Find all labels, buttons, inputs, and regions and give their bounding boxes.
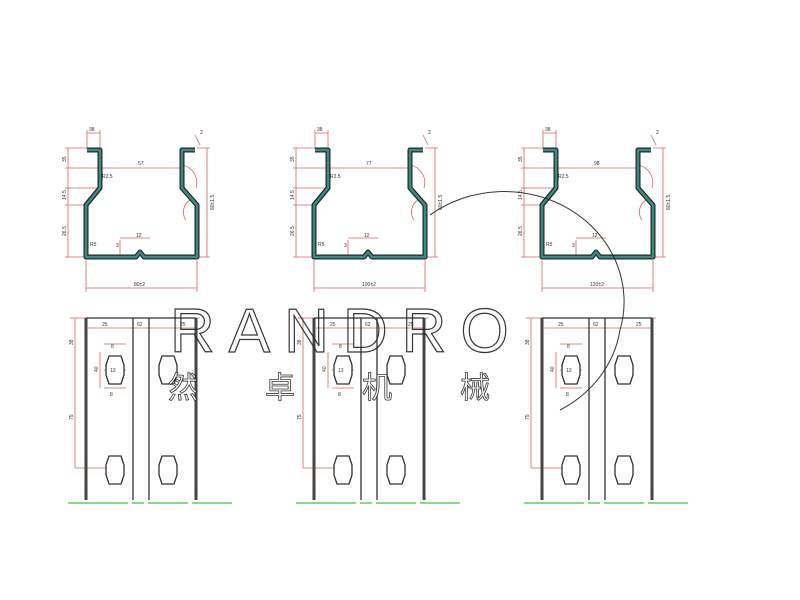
mid-left-dimension: 14.5 xyxy=(518,190,524,200)
radius-label: R5 xyxy=(546,242,553,248)
height-dimension: 80±1.5 xyxy=(210,195,216,210)
hole-width-dimension: 13 xyxy=(110,368,116,374)
center-dimension: 62 xyxy=(137,322,143,328)
hole-bottom-dimension: 8 xyxy=(338,392,341,398)
notch-width-dimension: 12 xyxy=(592,233,598,239)
notch-dimension: 3 xyxy=(344,243,347,249)
hole-bottom-dimension: 8 xyxy=(566,392,569,398)
drawing-1: 80±2 57 80±1.5 38 35 14.5 26.5 R2.5R5 3 12 2 25 62 25… xyxy=(62,127,232,503)
hole-width-dimension: 13 xyxy=(566,368,572,374)
profile-section xyxy=(521,130,666,292)
watermark-char-2: 卓 xyxy=(265,371,295,406)
bottom-left-dimension: 26.5 xyxy=(62,226,68,236)
edge-dimension: 25 xyxy=(636,322,642,328)
notch-width-dimension: 12 xyxy=(136,233,142,239)
edge-dimension: 25 xyxy=(102,322,108,328)
height-dimension: 80±1.5 xyxy=(666,195,672,210)
radius-label: R5 xyxy=(318,242,325,248)
radius-label: R2.5 xyxy=(102,174,113,180)
edge-dimension: 25 xyxy=(558,322,564,328)
radius-label: R5 xyxy=(90,242,97,248)
lip-dimension: 38 xyxy=(545,127,551,133)
profile-section xyxy=(293,130,438,292)
hole-bottom-dimension: 8 xyxy=(110,392,113,398)
width-dimension: 80±2 xyxy=(134,282,145,288)
pitch-dimension: 75 xyxy=(525,414,531,420)
edge-dimension: 25 xyxy=(180,322,186,328)
notch-dimension: 3 xyxy=(116,243,119,249)
drawing-2: 100±2 77 80±1.5 38 35 14.5 26.5 R2.5R5 3 12 2 25 62 2… xyxy=(290,127,460,503)
watermark-char-3: 机 xyxy=(362,371,392,406)
radius-label: R2.5 xyxy=(330,174,341,180)
top-left-dimension: 35 xyxy=(290,156,296,162)
center-dimension: 62 xyxy=(365,322,371,328)
hole-top-dimension: 8 xyxy=(339,344,342,350)
hole-height-dimension: 40 xyxy=(322,366,328,372)
hole-top-dimension: 8 xyxy=(567,344,570,350)
elevation-view xyxy=(524,318,688,503)
width-dimension: 100±2 xyxy=(362,282,376,288)
pitch-dimension: 75 xyxy=(297,414,303,420)
radius-label: R2.5 xyxy=(558,174,569,180)
profile-section xyxy=(65,130,210,292)
thickness-dimension: 2 xyxy=(200,130,203,136)
drawing-3: 120±2 98 80±1.5 38 35 14.5 26.5 R2.5R5 3 12 2 25 62 2… xyxy=(518,127,688,503)
height-dimension: 80±1.5 xyxy=(438,195,444,210)
inner-width-dimension: 98 xyxy=(594,161,600,167)
hole-height-dimension: 40 xyxy=(550,366,556,372)
top-left-dimension: 35 xyxy=(518,156,524,162)
bottom-left-dimension: 26.5 xyxy=(518,226,524,236)
mid-left-dimension: 14.5 xyxy=(290,190,296,200)
top-left-dimension: 35 xyxy=(62,156,68,162)
hole-width-dimension: 13 xyxy=(338,368,344,374)
watermark: RANDRO 然 卓 机 械 xyxy=(168,191,625,411)
width-dimension: 120±2 xyxy=(590,282,604,288)
notch-width-dimension: 12 xyxy=(364,233,370,239)
edge-dimension: 25 xyxy=(330,322,336,328)
hole-top-dimension: 8 xyxy=(111,344,114,350)
top-dimension: 38 xyxy=(297,339,303,345)
hole-height-dimension: 40 xyxy=(94,366,100,372)
top-dimension: 38 xyxy=(69,339,75,345)
thickness-dimension: 2 xyxy=(428,130,431,136)
watermark-brand: RANDRO xyxy=(170,297,523,366)
thickness-dimension: 2 xyxy=(656,130,659,136)
mid-left-dimension: 14.5 xyxy=(62,190,68,200)
pitch-dimension: 75 xyxy=(69,414,75,420)
bottom-left-dimension: 26.5 xyxy=(290,226,296,236)
top-dimension: 38 xyxy=(525,339,531,345)
watermark-char-4: 械 xyxy=(460,371,490,406)
lip-dimension: 38 xyxy=(317,127,323,133)
center-dimension: 62 xyxy=(593,322,599,328)
inner-width-dimension: 57 xyxy=(138,161,144,167)
notch-dimension: 3 xyxy=(572,243,575,249)
inner-width-dimension: 77 xyxy=(366,161,372,167)
lip-dimension: 38 xyxy=(89,127,95,133)
watermark-char-1: 然 xyxy=(168,371,198,406)
edge-dimension: 25 xyxy=(408,322,414,328)
